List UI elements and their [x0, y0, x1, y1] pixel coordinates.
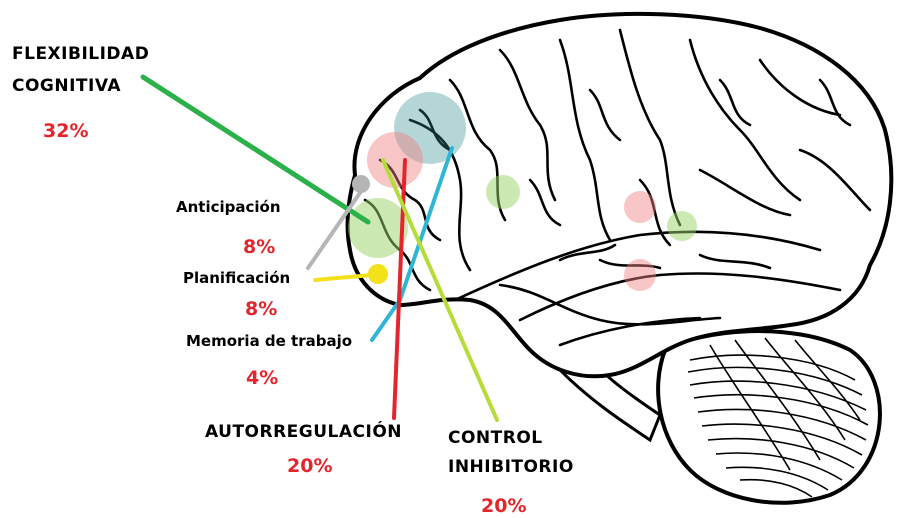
- flexibilidad-line: [140, 74, 371, 225]
- memoria-label: Memoria de trabajo: [186, 332, 353, 350]
- anticipacion-percent: 8%: [243, 236, 276, 258]
- leader-lines: [140, 74, 499, 422]
- autorregulacion-label: AUTORREGULACIÓN: [205, 422, 403, 442]
- anticipacion-dot: [352, 175, 370, 193]
- flexibilidad-percent: 32%: [43, 120, 89, 142]
- control-percent: 20%: [481, 495, 527, 517]
- planificacion-label: Planificación: [183, 269, 291, 287]
- control-label-line1: CONTROL: [448, 428, 543, 448]
- autorregulacion-percent: 20%: [287, 455, 333, 477]
- control-line: [381, 158, 499, 422]
- flexibilidad-label-line1: FLEXIBILIDAD: [12, 44, 150, 64]
- planificacion-dot: [368, 264, 388, 284]
- planificacion-line: [313, 273, 374, 282]
- anticipacion-line: [306, 188, 364, 270]
- flexibilidad-label-line2: COGNITIVA: [12, 76, 122, 96]
- memoria-percent: 4%: [246, 367, 279, 389]
- cerebrum: [345, 11, 894, 379]
- control-label-line2: INHIBITORIO: [448, 457, 574, 477]
- cerebellum: [656, 329, 882, 505]
- planificacion-percent: 8%: [245, 298, 278, 320]
- anticipacion-label: Anticipación: [176, 198, 281, 216]
- highlight-regions: [348, 92, 697, 291]
